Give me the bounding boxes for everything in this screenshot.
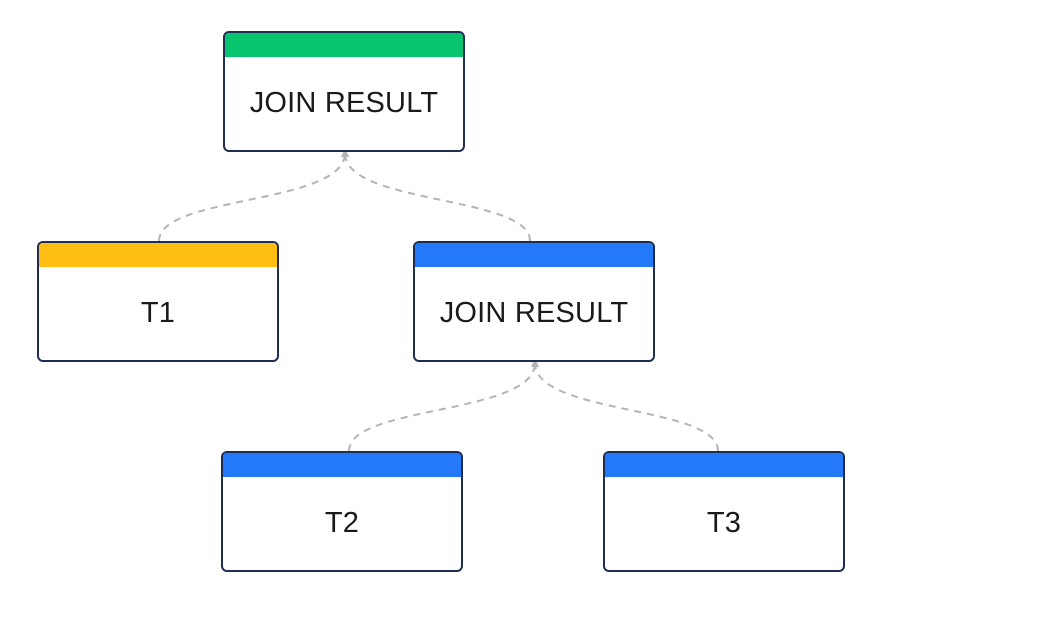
node-header-bar <box>39 243 277 267</box>
node-header-bar <box>415 243 653 267</box>
connector-t1-to-root <box>158 149 349 242</box>
connector-join-to-root <box>341 149 531 242</box>
node-join-result[interactable]: JOIN RESULT <box>413 241 655 362</box>
node-header-bar <box>223 453 461 477</box>
node-label: T2 <box>324 507 360 539</box>
node-label: T1 <box>140 297 176 329</box>
connector-t2-to-join <box>348 359 539 452</box>
node-table-t3[interactable]: T3 <box>603 451 845 572</box>
node-label: T3 <box>706 507 742 539</box>
node-header-bar <box>225 33 463 57</box>
node-root-join-result[interactable]: JOIN RESULT <box>223 31 465 152</box>
node-label: JOIN RESULT <box>439 297 629 329</box>
node-table-t1[interactable]: T1 <box>37 241 279 362</box>
node-header-bar <box>605 453 843 477</box>
connector-t3-to-join <box>531 359 719 452</box>
node-label: JOIN RESULT <box>249 87 439 119</box>
node-table-t2[interactable]: T2 <box>221 451 463 572</box>
